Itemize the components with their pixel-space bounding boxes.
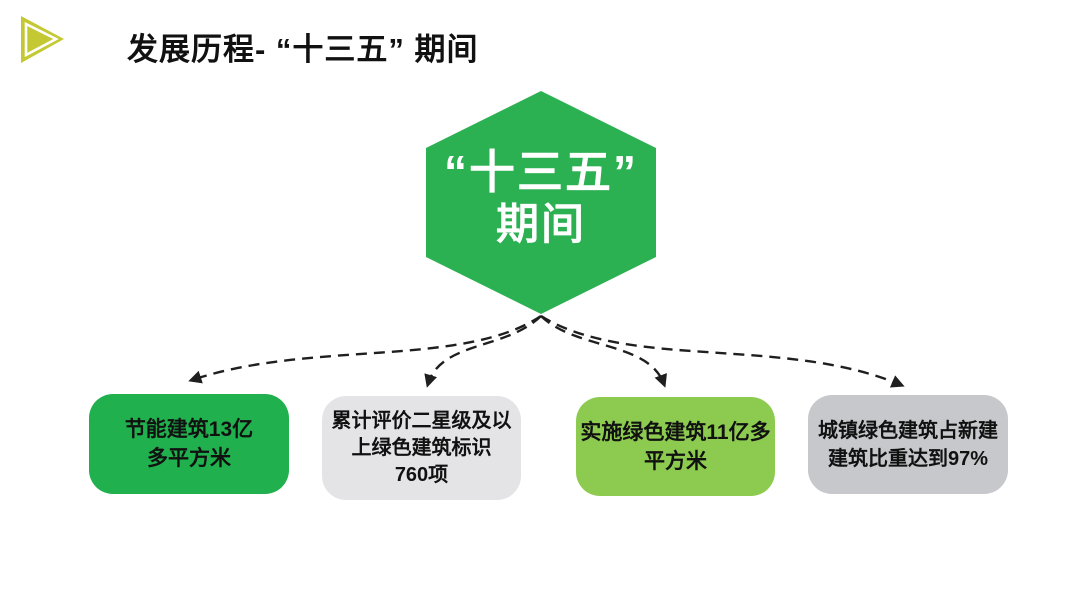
connector-arrow-to-box2 (424, 315, 542, 388)
info-box-urban-green-ratio: 城镇绿色建筑占新建 建筑比重达到97% (808, 395, 1008, 494)
info-box-text-line: 建筑比重达到97% (827, 447, 989, 470)
info-box-text-line: 累计评价二星级及以 (331, 409, 512, 432)
hexagon-label-line1: “十三五” (444, 146, 638, 198)
info-box-text-line: 城镇绿色建筑占新建 (818, 419, 998, 442)
page-title: 发展历程- “十三五” 期间 (127, 32, 479, 67)
connector-arrow-to-box4 (540, 314, 905, 388)
info-box-text-line: 多平方米 (147, 447, 231, 470)
hexagon-label: “十三五” 期间 (411, 146, 671, 253)
info-box-text-line: 上绿色建筑标识 (351, 436, 492, 459)
info-box-green-building-labels: 累计评价二星级及以 上绿色建筑标识 760项 (322, 396, 521, 500)
info-box-text-line: 760项 (394, 463, 449, 486)
info-box-text-line: 平方米 (644, 449, 707, 473)
info-box-energy-saving-buildings: 节能建筑13亿 多平方米 (89, 394, 289, 494)
triangle-right-icon (21, 16, 64, 63)
info-box-text-line: 实施绿色建筑11亿多 (580, 420, 771, 444)
connector-arrow-to-box1 (188, 314, 542, 384)
hexagon-label-line2: 期间 (496, 201, 586, 249)
connector-arrow-to-box3 (540, 315, 667, 388)
hexagon-shape (426, 91, 656, 314)
info-box-text-line: 节能建筑13亿 (124, 418, 254, 441)
info-box-green-building-area: 实施绿色建筑11亿多 平方米 (576, 397, 775, 496)
